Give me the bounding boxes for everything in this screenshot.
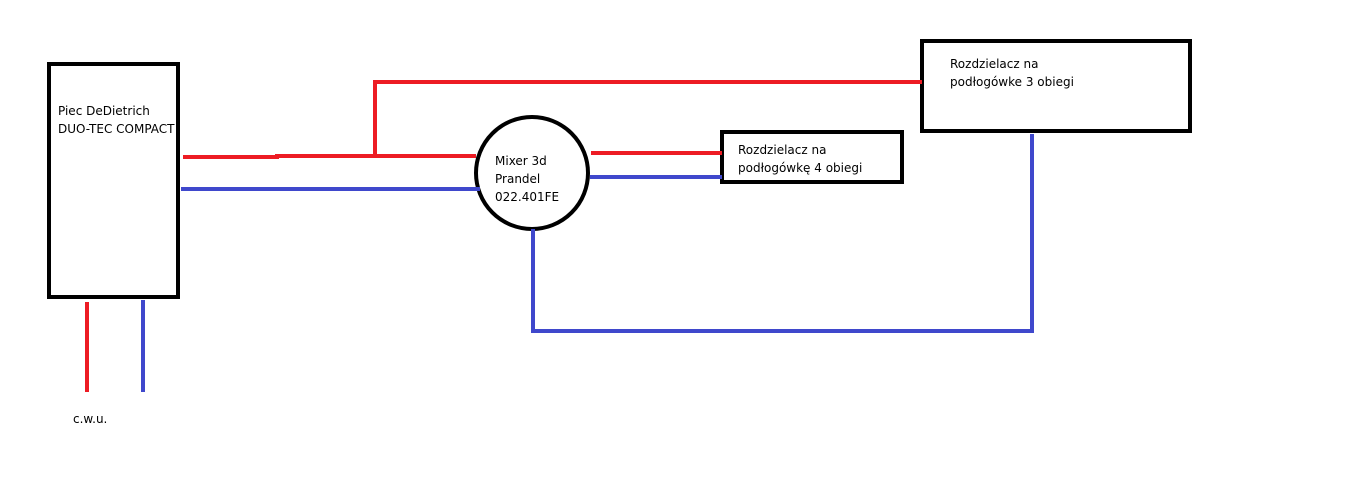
manifold-4-label-line2: podłogówkę 4 obiegi — [738, 161, 863, 175]
dhw-label: c.w.u. — [73, 410, 107, 428]
boiler-box — [47, 62, 180, 299]
manifold-4-label-line1: Rozdzielacz na — [738, 143, 827, 157]
manifold-3-box — [920, 39, 1192, 133]
mixer-label-line3: 022.401FE — [495, 190, 560, 204]
return-pipe-manifold-3-to-mixer — [531, 134, 1034, 333]
boiler-label: Piec DeDietrich DUO-TEC COMPACT — [58, 102, 175, 138]
manifold-3-label: Rozdzielacz na podłogówke 3 obiegi — [950, 55, 1074, 91]
boiler-label-line2: DUO-TEC COMPACT — [58, 122, 175, 136]
manifold-3-label-line1: Rozdzielacz na — [950, 57, 1039, 71]
manifold-3-label-line2: podłogówke 3 obiegi — [950, 75, 1074, 89]
mixer-label-line1: Mixer 3d — [495, 154, 547, 168]
supply-pipe-branch-to-manifold-3 — [373, 80, 922, 157]
mixer-label-line2: Prandel — [495, 172, 541, 186]
dhw-label-text: c.w.u. — [73, 412, 108, 426]
supply-pipe-boiler-to-mixer — [183, 154, 476, 159]
mixer-label: Mixer 3d Prandel 022.401FE — [495, 152, 559, 206]
manifold-4-box — [720, 130, 904, 184]
manifold-4-label: Rozdzielacz na podłogówkę 4 obiegi — [738, 141, 862, 177]
boiler-label-line1: Piec DeDietrich — [58, 104, 150, 118]
